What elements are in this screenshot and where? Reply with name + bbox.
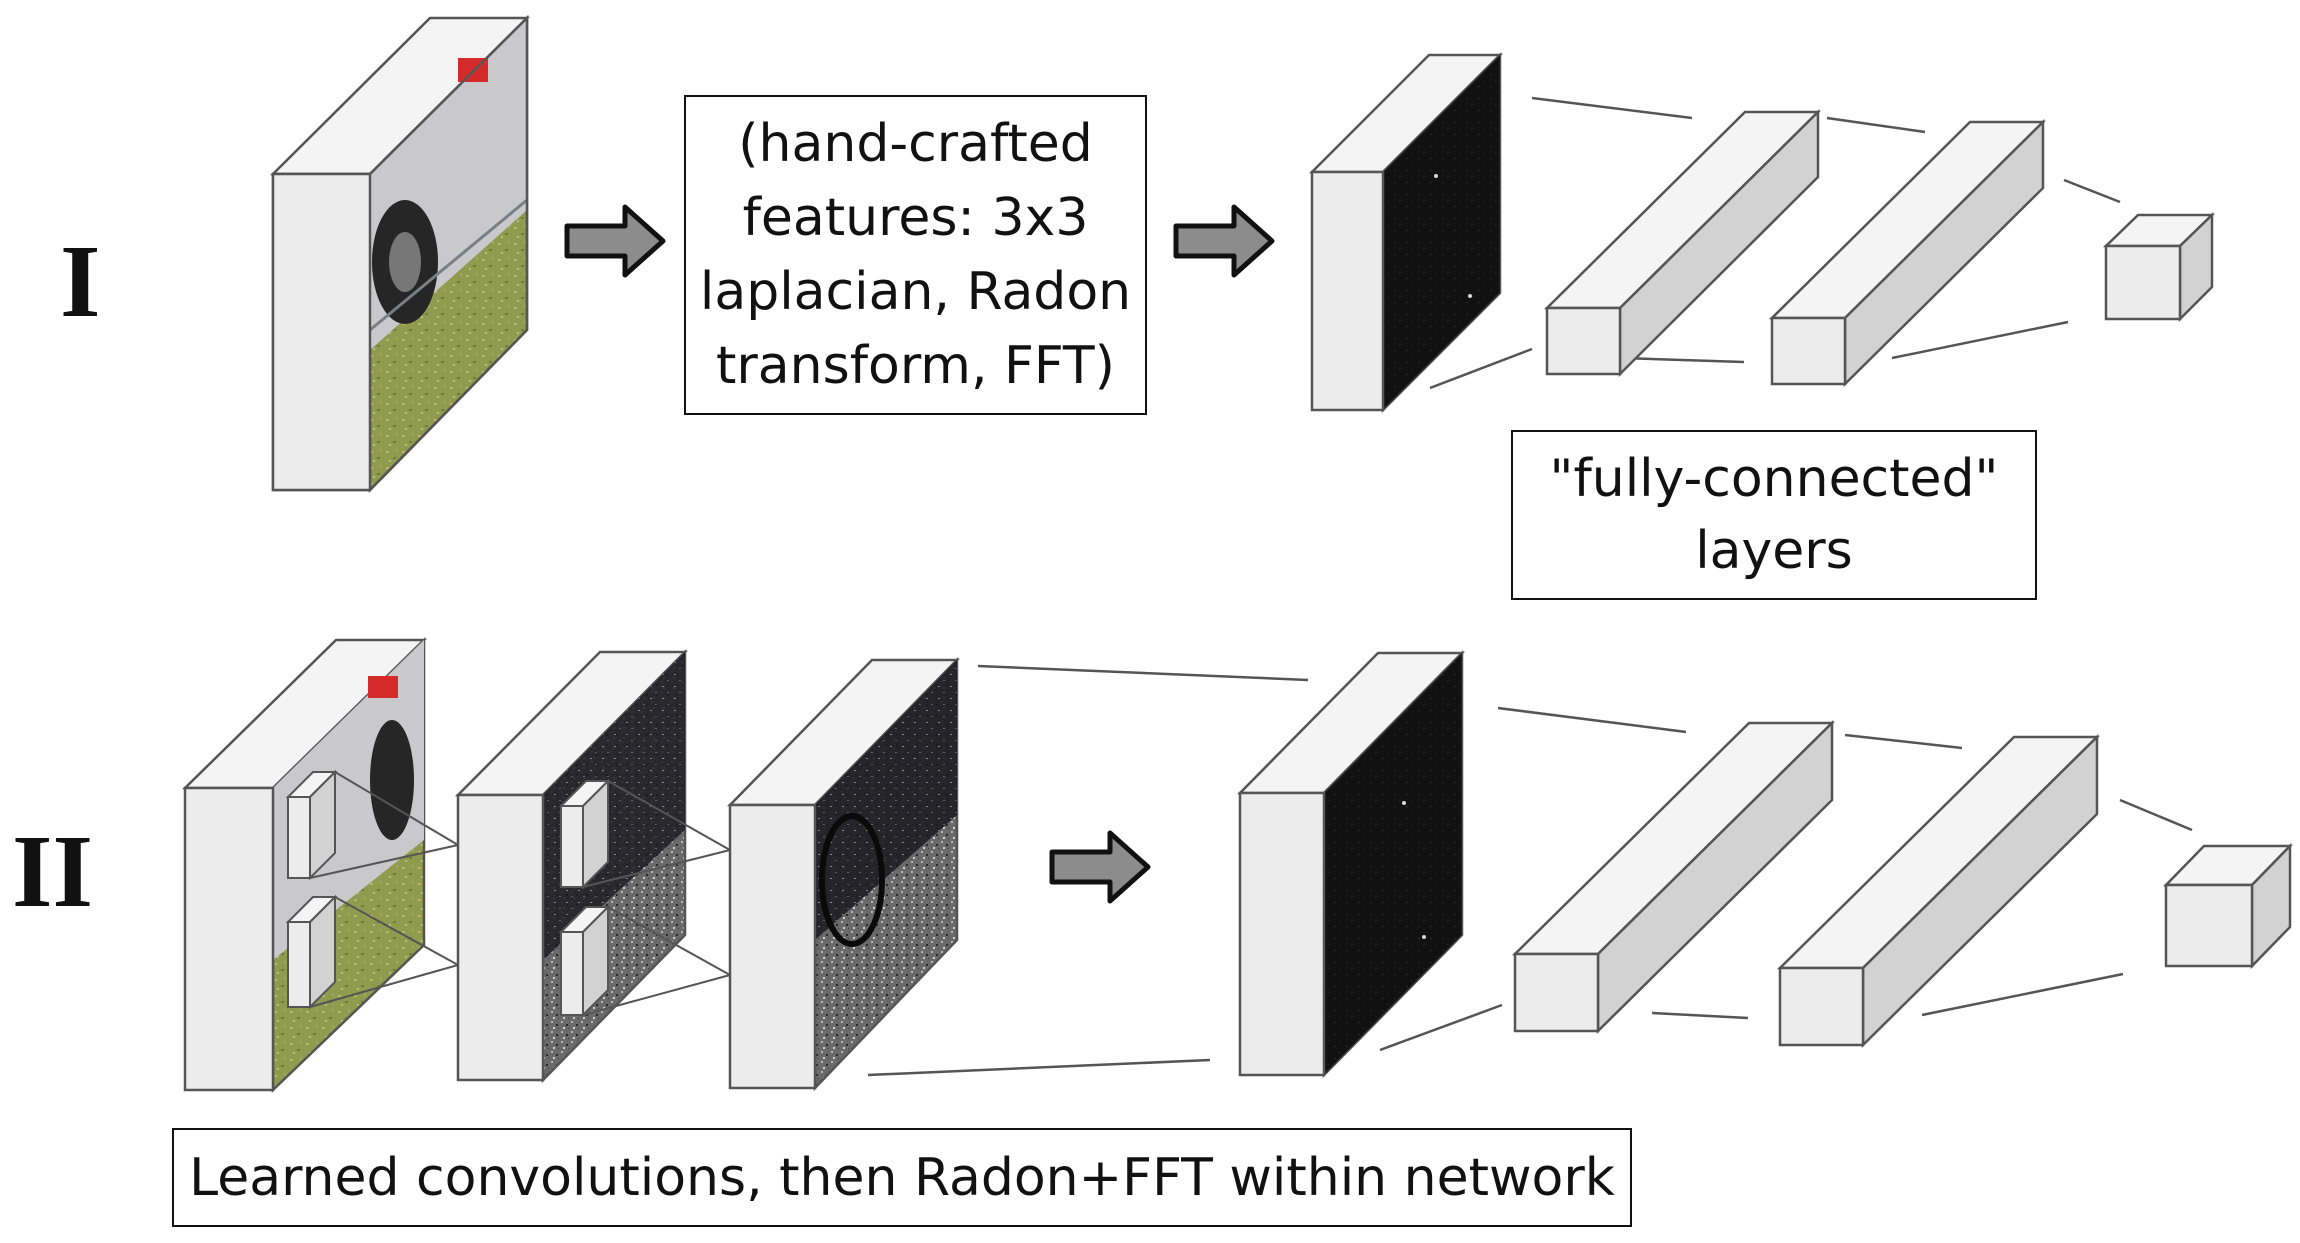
row-label-2: II	[12, 814, 93, 929]
row2-kernel-projection-lines	[309, 771, 731, 1016]
row2-feature-map-block	[1237, 649, 1465, 1079]
row2-connection-lines	[867, 664, 2193, 1077]
row1-feature-map-block	[1308, 51, 1504, 414]
row-label-1: I	[60, 224, 101, 339]
row2-kernel-cube-2a	[558, 778, 611, 890]
learned-caption: Learned convolutions, then Radon+FFT wit…	[189, 1147, 1615, 1208]
row2-output-cube	[2163, 842, 2293, 970]
row1-arrow-1	[564, 204, 666, 278]
handcrafted-line-1: (hand-crafted	[738, 114, 1093, 174]
handcrafted-line-4: transform, FFT)	[716, 336, 1115, 396]
row1-input-image-block	[269, 14, 531, 494]
fc-line-2: layers	[1695, 521, 1853, 581]
row1-output-cube	[2102, 212, 2216, 323]
handcrafted-line-2: features: 3x3	[742, 188, 1089, 248]
row2-input-image-block	[181, 637, 428, 1093]
fc-line-1: "fully-connected"	[1549, 449, 1999, 509]
row2-arrow	[1049, 830, 1151, 904]
row1-arrow-2	[1173, 204, 1275, 278]
row2-kernel-cube-2b	[558, 904, 611, 1018]
row1-fc-layer-2	[1768, 119, 2047, 387]
row1-connection-lines	[1429, 96, 2121, 390]
handcrafted-line-3: laplacian, Radon	[699, 262, 1132, 322]
row2-kernel-cube-1b	[285, 894, 338, 1010]
row2-fc-layer-2	[1776, 734, 2101, 1048]
fully-connected-layers-box: "fully-connected" layers	[1511, 430, 2037, 600]
row2-conv-block-3	[727, 656, 960, 1092]
row2-fc-layer-1	[1511, 720, 1836, 1034]
handcrafted-features-box: (hand-crafted features: 3x3 laplacian, R…	[684, 95, 1147, 415]
learned-convolutions-box: Learned convolutions, then Radon+FFT wit…	[172, 1128, 1632, 1227]
row1-fc-layer-1	[1543, 109, 1822, 378]
